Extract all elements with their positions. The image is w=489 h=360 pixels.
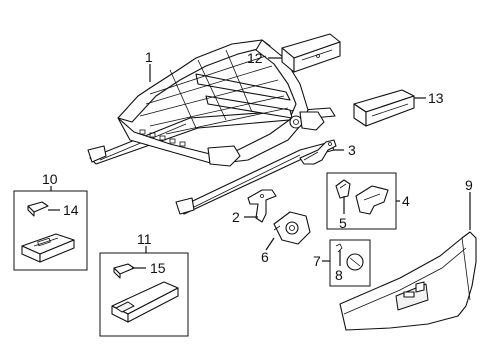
callout-7: 7 bbox=[313, 253, 321, 269]
callout-8: 8 bbox=[335, 267, 343, 283]
group-4-5-box bbox=[326, 172, 397, 230]
callout-labels: 1 2 3 4 5 6 7 8 9 10 11 12 13 14 15 bbox=[42, 49, 473, 283]
group-7-8-box bbox=[329, 239, 371, 287]
callout-4: 4 bbox=[402, 193, 410, 209]
callout-15: 15 bbox=[150, 260, 166, 276]
group-11-15-box bbox=[99, 252, 189, 337]
part-1-seat-track-frame bbox=[87, 39, 336, 215]
part-9-side-shield bbox=[339, 231, 477, 331]
group-10-14-box bbox=[13, 190, 88, 271]
part-12-track-cover bbox=[281, 33, 341, 73]
callout-2: 2 bbox=[232, 209, 240, 225]
callout-5: 5 bbox=[339, 215, 347, 231]
part-6-switch-motor bbox=[273, 211, 311, 245]
callout-13: 13 bbox=[428, 90, 444, 106]
callout-10: 10 bbox=[42, 171, 58, 187]
callout-3: 3 bbox=[348, 142, 356, 158]
part-2-bracket bbox=[247, 189, 277, 223]
callout-11: 11 bbox=[137, 231, 152, 247]
callout-6: 6 bbox=[261, 249, 269, 265]
callout-12: 12 bbox=[247, 50, 263, 66]
callout-9: 9 bbox=[465, 177, 473, 193]
leader-lines bbox=[48, 57, 471, 269]
part-3-wire-bracket bbox=[299, 139, 337, 165]
callout-14: 14 bbox=[63, 202, 79, 218]
callout-1: 1 bbox=[145, 49, 153, 65]
part-13-track-cover bbox=[353, 89, 415, 127]
